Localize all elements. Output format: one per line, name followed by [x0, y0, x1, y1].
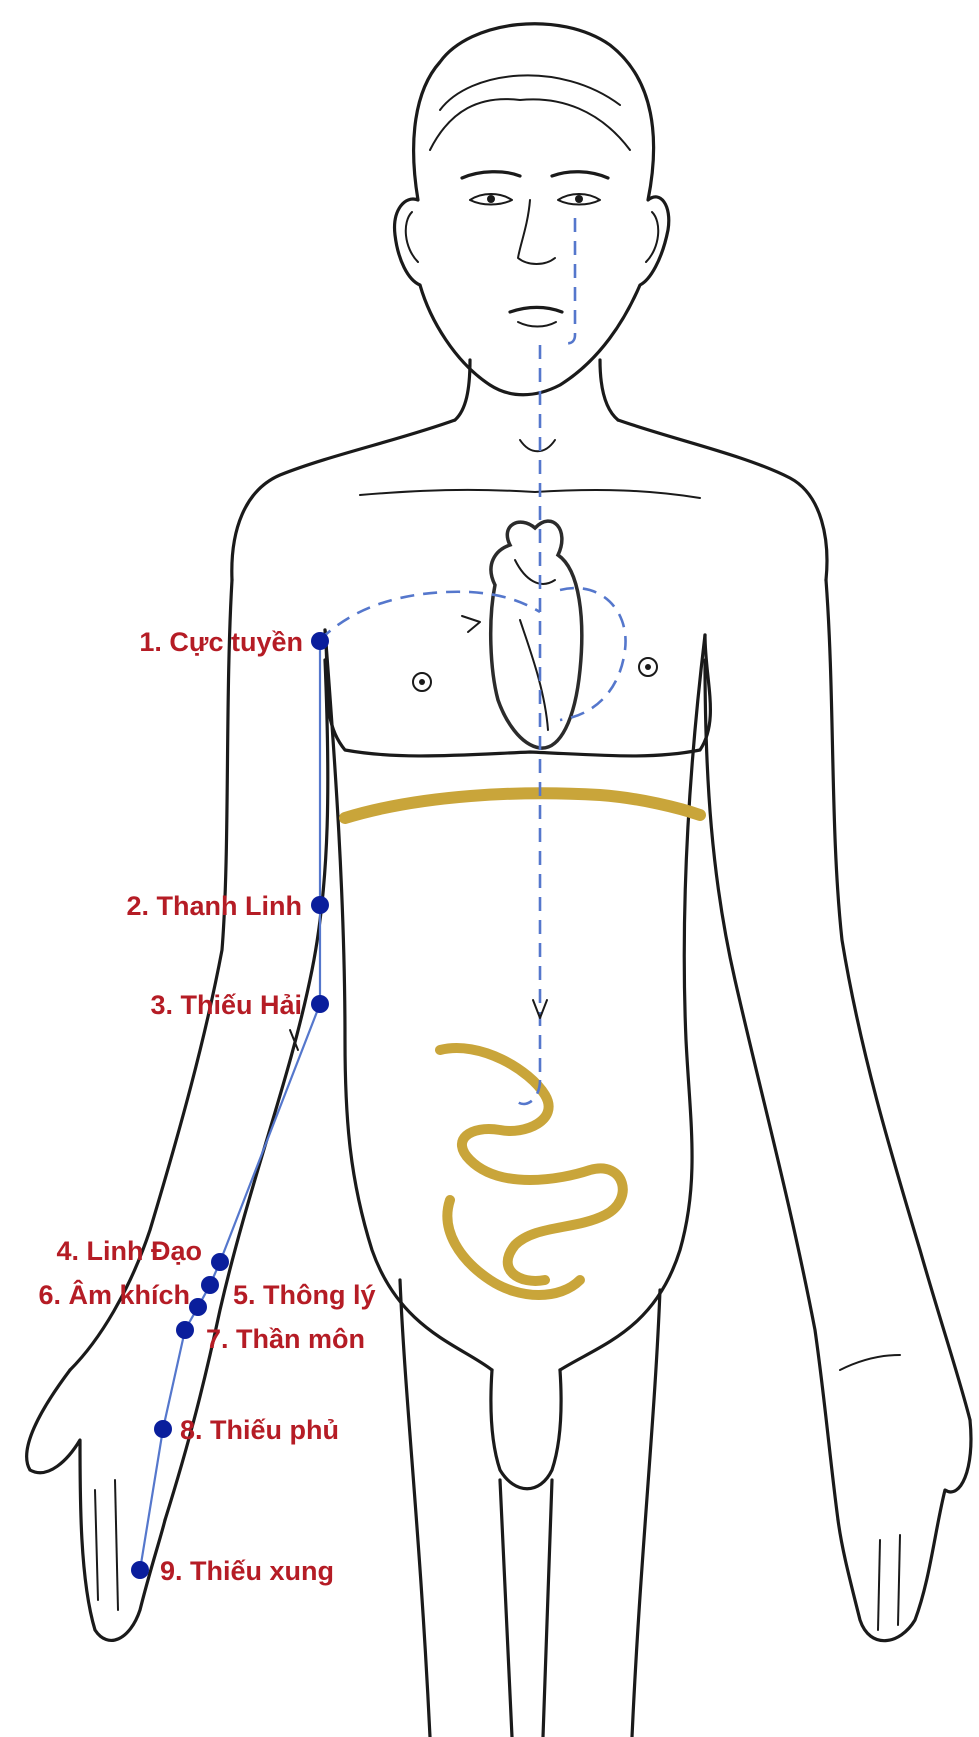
acupoint-dot-3 — [311, 995, 329, 1013]
heart-organ — [491, 521, 582, 748]
acupoint-dot-8 — [154, 1420, 172, 1438]
acupoint-dot-2 — [311, 896, 329, 914]
small-intestine — [440, 1048, 623, 1281]
organs — [345, 521, 700, 1295]
acupoint-label-6: 6. Âm khích — [38, 1279, 190, 1310]
acupoint-dot-1 — [311, 632, 329, 650]
acupoint-labels: 1. Cực tuyền 2. Thanh Linh 3. Thiếu Hải 4. … — [38, 627, 375, 1586]
acupoint-dot-7 — [176, 1321, 194, 1339]
acupoint-label-8: 8. Thiếu phủ — [180, 1415, 339, 1445]
acupoint-label-1: 1. Cực tuyền — [139, 627, 303, 657]
acupoint-dot-9 — [131, 1561, 149, 1579]
acupoint-label-3: 3. Thiếu Hải — [150, 990, 302, 1020]
body-figure — [27, 24, 971, 1737]
acupoint-label-9: 9. Thiếu xung — [160, 1556, 334, 1586]
acupoint-label-5: 5. Thông lý — [233, 1280, 376, 1310]
acupoint-dot-5 — [201, 1276, 219, 1294]
diaphragm-band — [345, 793, 700, 818]
head-outline — [395, 24, 669, 395]
acupoint-dot-6 — [189, 1298, 207, 1316]
meridian-internal-path — [290, 218, 626, 1104]
acupoint-label-4: 4. Linh Đạo — [56, 1236, 202, 1266]
acupoint-dot-4 — [211, 1253, 229, 1271]
acupoint-label-7: 7. Thần môn — [206, 1324, 365, 1354]
acupoint-label-2: 2. Thanh Linh — [127, 891, 303, 921]
